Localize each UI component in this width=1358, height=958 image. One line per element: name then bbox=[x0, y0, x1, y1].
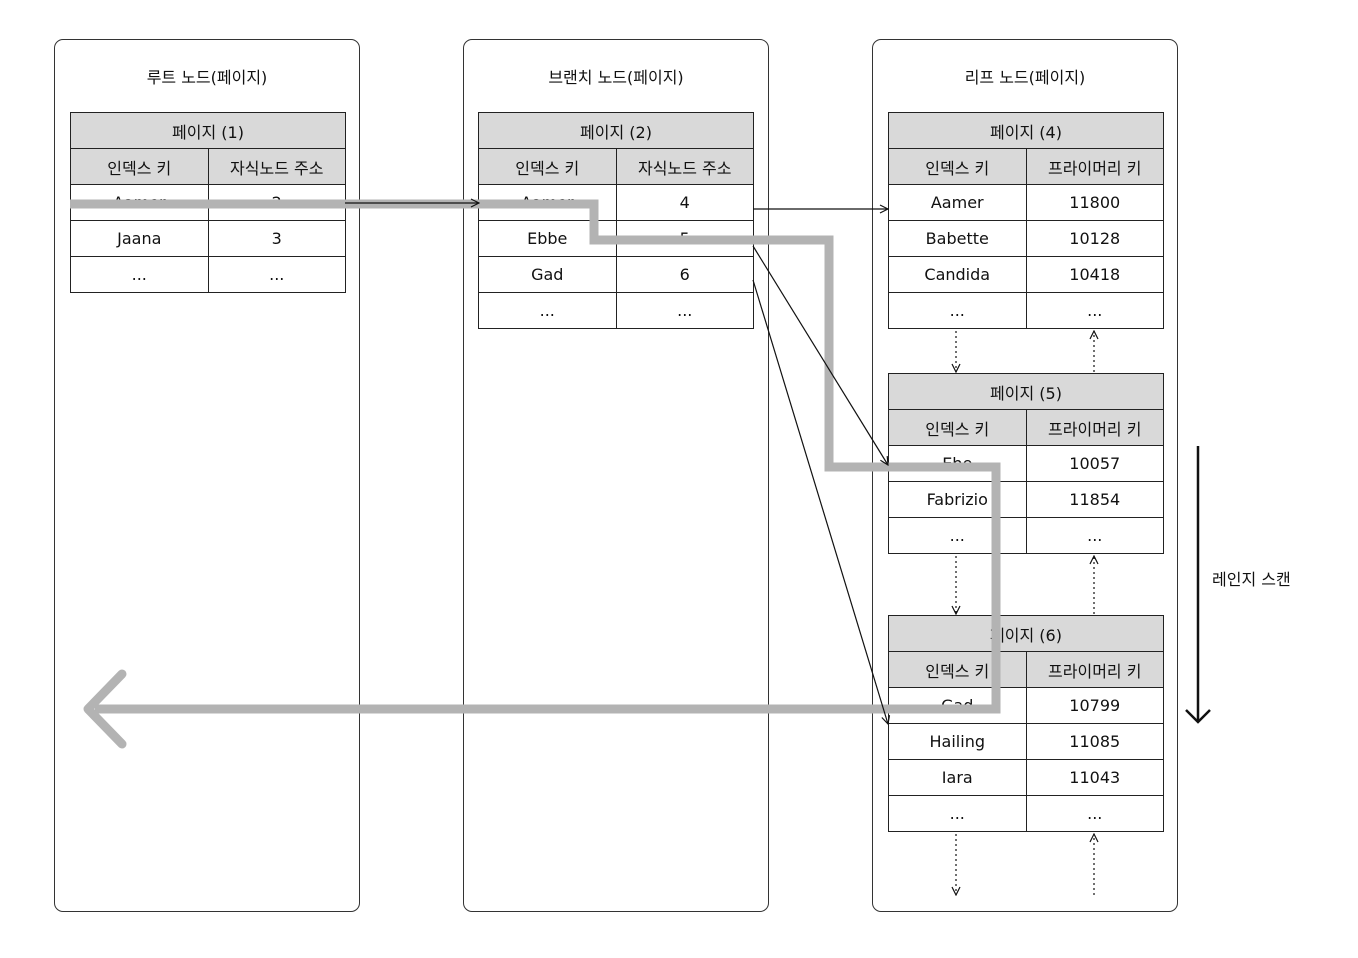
table-cell-key: Aamer bbox=[70, 184, 209, 221]
table-cell-value: 4 bbox=[615, 184, 754, 221]
table-cell-value: 10128 bbox=[1025, 220, 1164, 257]
page-4-table: 페이지 (4) 인덱스 키 프라이머리 키 Aamer 11800 Babett… bbox=[888, 112, 1164, 329]
pointer-arrow-page-2-to-page-6 bbox=[752, 279, 888, 724]
range-scan-label: 레인지 스캔 bbox=[1212, 570, 1291, 589]
page-6-header-key: 인덱스 키 bbox=[888, 651, 1027, 688]
table-row: Ebe 10057 bbox=[888, 445, 1164, 482]
table-cell-key: ... bbox=[888, 795, 1027, 832]
table-row: Gad 6 bbox=[478, 256, 754, 293]
page-2-title: 페이지 (2) bbox=[478, 112, 754, 149]
page-6-table: 페이지 (6) 인덱스 키 프라이머리 키 Gad 10799 Hailing … bbox=[888, 615, 1164, 832]
table-cell-value: 3 bbox=[207, 220, 346, 257]
table-row: ... ... bbox=[888, 795, 1164, 832]
table-cell-value: 10799 bbox=[1025, 687, 1164, 724]
table-cell-value: ... bbox=[207, 256, 346, 293]
table-cell-value: 6 bbox=[615, 256, 754, 293]
table-cell-key: Aamer bbox=[888, 184, 1027, 221]
page-5-table: 페이지 (5) 인덱스 키 프라이머리 키 Ebe 10057 Fabrizio… bbox=[888, 373, 1164, 554]
leaf-node-title: 리프 노드(페이지) bbox=[964, 68, 1086, 87]
table-row: Iara 11043 bbox=[888, 759, 1164, 796]
table-cell-key: Fabrizio bbox=[888, 481, 1027, 518]
table-cell-value: ... bbox=[615, 292, 754, 329]
page-1-title: 페이지 (1) bbox=[70, 112, 346, 149]
table-row: Aamer 11800 bbox=[888, 184, 1164, 221]
table-cell-value: 11854 bbox=[1025, 481, 1164, 518]
table-cell-key: ... bbox=[478, 292, 617, 329]
table-cell-value: 10418 bbox=[1025, 256, 1164, 293]
page-4-header-value: 프라이머리 키 bbox=[1025, 148, 1164, 185]
table-cell-key: Ebe bbox=[888, 445, 1027, 482]
table-cell-value: 5 bbox=[615, 220, 754, 257]
table-row: Ebbe 5 bbox=[478, 220, 754, 257]
page-4-title: 페이지 (4) bbox=[888, 112, 1164, 149]
table-row: ... ... bbox=[888, 292, 1164, 329]
page-4-header-key: 인덱스 키 bbox=[888, 148, 1027, 185]
table-cell-value: ... bbox=[1025, 517, 1164, 554]
table-cell-key: ... bbox=[888, 517, 1027, 554]
table-cell-value: 11043 bbox=[1025, 759, 1164, 796]
table-cell-value: 10057 bbox=[1025, 445, 1164, 482]
table-row: Babette 10128 bbox=[888, 220, 1164, 257]
table-cell-key: Gad bbox=[888, 687, 1027, 724]
table-row: Gad 10799 bbox=[888, 687, 1164, 724]
page-1-header-key: 인덱스 키 bbox=[70, 148, 209, 185]
page-5-title: 페이지 (5) bbox=[888, 373, 1164, 410]
table-row: Aamer 2 bbox=[70, 184, 346, 221]
page-6-title: 페이지 (6) bbox=[888, 615, 1164, 652]
branch-node-title: 브랜치 노드(페이지) bbox=[548, 68, 684, 87]
table-cell-key: Jaana bbox=[70, 220, 209, 257]
range-scan-arrowhead bbox=[1185, 709, 1211, 724]
table-cell-key: Hailing bbox=[888, 723, 1027, 760]
root-node-title: 루트 노드(페이지) bbox=[146, 68, 268, 87]
table-cell-value: 11800 bbox=[1025, 184, 1164, 221]
table-cell-key: ... bbox=[70, 256, 209, 293]
table-row: Fabrizio 11854 bbox=[888, 481, 1164, 518]
page-5-header-value: 프라이머리 키 bbox=[1025, 409, 1164, 446]
table-cell-key: Candida bbox=[888, 256, 1027, 293]
table-cell-value: ... bbox=[1025, 795, 1164, 832]
page-1-header-value: 자식노드 주소 bbox=[207, 148, 346, 185]
table-cell-value: 2 bbox=[207, 184, 346, 221]
table-row: Aamer 4 bbox=[478, 184, 754, 221]
page-2-header-key: 인덱스 키 bbox=[478, 148, 617, 185]
page-5-header-key: 인덱스 키 bbox=[888, 409, 1027, 446]
table-row: Candida 10418 bbox=[888, 256, 1164, 293]
page-1-table: 페이지 (1) 인덱스 키 자식노드 주소 Aamer 2 Jaana 3 ..… bbox=[70, 112, 346, 293]
table-cell-value: 11085 bbox=[1025, 723, 1164, 760]
page-2-header-value: 자식노드 주소 bbox=[615, 148, 754, 185]
table-row: Jaana 3 bbox=[70, 220, 346, 257]
table-row: ... ... bbox=[888, 517, 1164, 554]
table-cell-key: Iara bbox=[888, 759, 1027, 796]
pointer-arrow-page-2-to-page-5 bbox=[752, 245, 888, 465]
page-2-table: 페이지 (2) 인덱스 키 자식노드 주소 Aamer 4 Ebbe 5 Gad… bbox=[478, 112, 754, 329]
table-row: Hailing 11085 bbox=[888, 723, 1164, 760]
table-cell-key: Aamer bbox=[478, 184, 617, 221]
table-cell-key: Babette bbox=[888, 220, 1027, 257]
table-cell-key: ... bbox=[888, 292, 1027, 329]
table-cell-key: Ebbe bbox=[478, 220, 617, 257]
page-6-header-value: 프라이머리 키 bbox=[1025, 651, 1164, 688]
table-cell-value: ... bbox=[1025, 292, 1164, 329]
table-row: ... ... bbox=[70, 256, 346, 293]
table-row: ... ... bbox=[478, 292, 754, 329]
table-cell-key: Gad bbox=[478, 256, 617, 293]
